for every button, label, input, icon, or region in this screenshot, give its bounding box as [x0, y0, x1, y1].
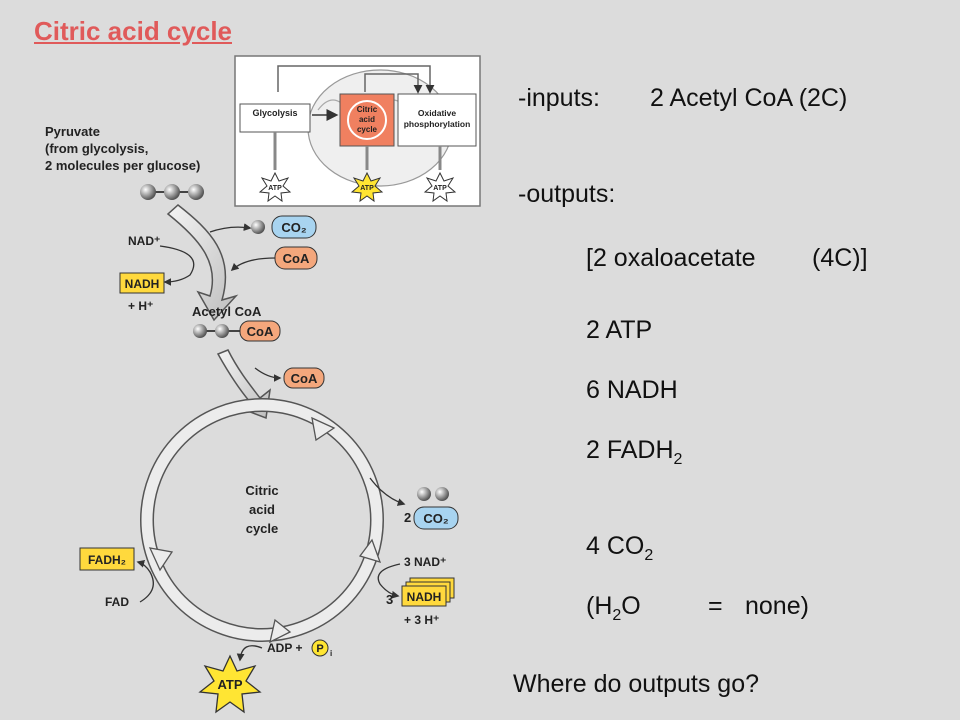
inset-citric-2: acid	[359, 115, 375, 124]
three-coefficient: 3	[386, 592, 393, 607]
atp-label: ATP	[217, 677, 242, 692]
inset-glycolysis-label: Glycolysis	[252, 108, 297, 118]
inset-atp-2: ATP	[360, 185, 374, 192]
pi-circle	[311, 639, 329, 657]
coa-released-label: CoA	[291, 371, 318, 386]
atp-starburst: ATP	[198, 654, 262, 714]
inset-citric-3: cycle	[357, 125, 378, 134]
coa-input-label: CoA	[283, 251, 310, 266]
nad-plus-label: NAD⁺	[128, 234, 160, 248]
question-text: Where do outputs go?	[513, 670, 759, 698]
fadh2-label: FADH₂	[88, 553, 126, 567]
co2-coefficient: 2	[404, 510, 411, 525]
output-oxaloacetate: [2 oxaloacetate	[586, 244, 756, 272]
h2o-subscript: 2	[612, 607, 622, 624]
co2-bottom-label: CO₂	[423, 511, 449, 526]
output-h2o: (H2O	[586, 592, 641, 625]
overview-inset: Glycolysis Citric acid cycle Oxidative p…	[234, 55, 481, 207]
nadh-top-label: NADH	[125, 277, 160, 291]
co2-top-label: CO₂	[281, 220, 307, 235]
outputs-label: -outputs:	[518, 180, 616, 208]
cycle-center-1: Citric	[245, 483, 278, 498]
output-fadh2: 2 FADH2	[586, 436, 682, 469]
pi-label: P	[316, 643, 323, 655]
fadh2-box	[79, 547, 135, 571]
inputs-value: 2 Acetyl CoA (2C)	[650, 84, 848, 112]
nadh-box-top	[119, 272, 165, 294]
adp-label: ADP +	[267, 641, 302, 655]
co2-subscript: 2	[644, 547, 654, 564]
h2o-o: O	[621, 592, 641, 620]
fadh2-text: 2 FADH	[586, 436, 674, 464]
inset-atp-3: ATP	[433, 185, 447, 192]
cycle-ring	[140, 398, 384, 644]
oxphos-box	[397, 93, 477, 147]
acetyl-coa-coa-label: CoA	[247, 324, 274, 339]
output-co2: 4 CO2	[586, 532, 653, 565]
pyruvate-label-3: 2 molecules per glucose)	[45, 158, 200, 173]
coa-pill-released	[283, 367, 325, 389]
inputs-label: -inputs:	[518, 84, 600, 112]
co2-text: 4 CO	[586, 532, 645, 560]
fad-label: FAD	[105, 595, 129, 609]
output-atp: 2 ATP	[586, 316, 653, 344]
cycle-center-3: cycle	[246, 521, 279, 536]
h-plus-label: + H⁺	[128, 299, 153, 313]
fadh2-subscript: 2	[673, 451, 683, 468]
three-h-plus-label: + 3 H⁺	[404, 613, 439, 627]
slide-title: Citric acid cycle	[34, 16, 232, 46]
h2o-equals: =	[708, 592, 723, 620]
inset-oxphos-2: phosphorylation	[404, 119, 471, 129]
acetyl-coa-label: Acetyl CoA	[192, 304, 262, 319]
pyruvate-to-acetyl-arrow	[166, 204, 239, 322]
nadh-stack: NADH	[401, 577, 455, 607]
pi-subscript: i	[330, 649, 332, 658]
pyruvate-label-1: Pyruvate	[45, 124, 100, 139]
cycle-center-2: acid	[249, 502, 275, 517]
pyruvate-molecule	[140, 184, 204, 200]
three-nad-label: 3 NAD⁺	[404, 555, 446, 569]
acetyl-coa-molecule: CoA	[193, 320, 281, 342]
h2o-open: (H	[586, 592, 613, 620]
co2-pill-top	[271, 215, 317, 239]
output-nadh: 6 NADH	[586, 376, 678, 404]
pyruvate-label-2: (from glycolysis,	[45, 141, 148, 156]
output-oxaloacetate-carbon: (4C)]	[812, 244, 868, 272]
h2o-none: none)	[745, 592, 809, 620]
inset-atp-1: ATP	[268, 185, 282, 192]
citric-acid-cycle-diagram: Glycolysis Citric acid cycle Oxidative p…	[45, 55, 481, 714]
inset-citric-1: Citric	[357, 105, 378, 114]
inset-oxphos-1: Oxidative	[418, 108, 457, 118]
co2-pill-bottom	[413, 506, 459, 530]
nadh-bottom-label: NADH	[407, 590, 442, 604]
glycolysis-box	[239, 103, 311, 133]
